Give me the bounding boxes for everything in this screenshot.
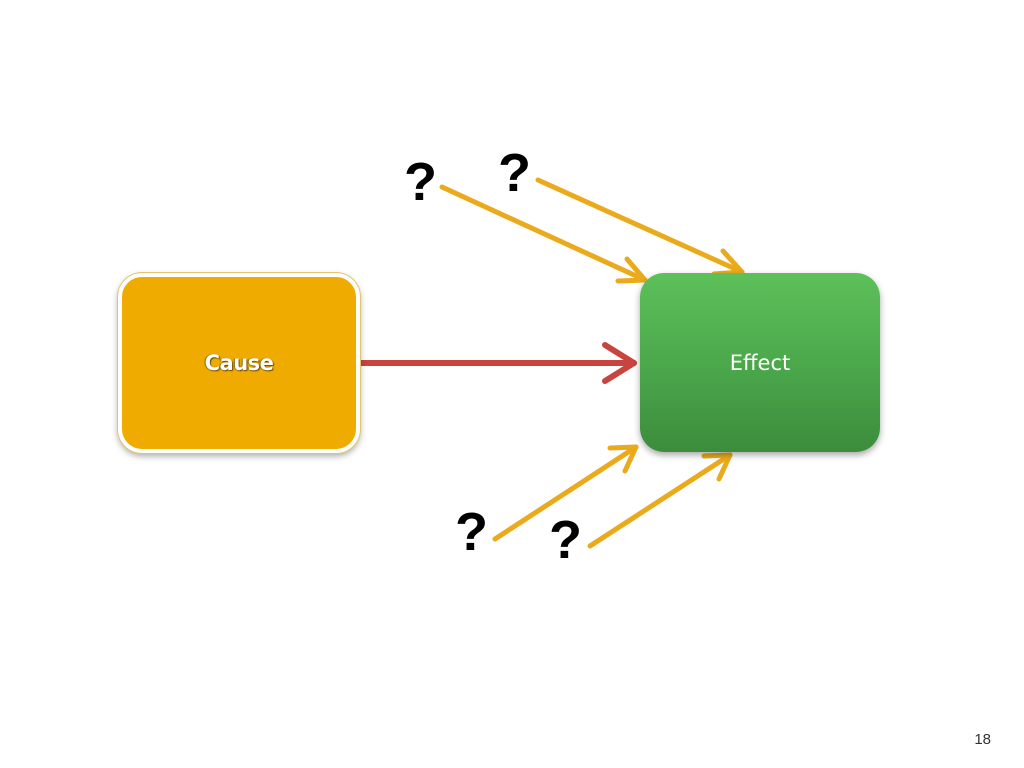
unknown-arrow-bottom-right [587, 452, 733, 549]
effect-node: Effect [640, 273, 880, 452]
unknown-arrow-top-left [439, 184, 648, 284]
question-mark-bottom-left: ? [455, 502, 488, 562]
unknown-arrow-bottom-left [492, 444, 639, 542]
effect-label: Effect [729, 350, 791, 375]
question-mark-bottom-right: ? [549, 510, 582, 570]
question-mark-top-left: ? [404, 152, 437, 212]
page-number: 18 [974, 731, 991, 748]
cause-label: Cause [204, 351, 274, 375]
cause-effect-arrow [354, 342, 637, 384]
cause-node: Cause [118, 273, 360, 453]
unknown-arrow-top-right [535, 177, 745, 277]
question-mark-top-right: ? [498, 143, 531, 203]
